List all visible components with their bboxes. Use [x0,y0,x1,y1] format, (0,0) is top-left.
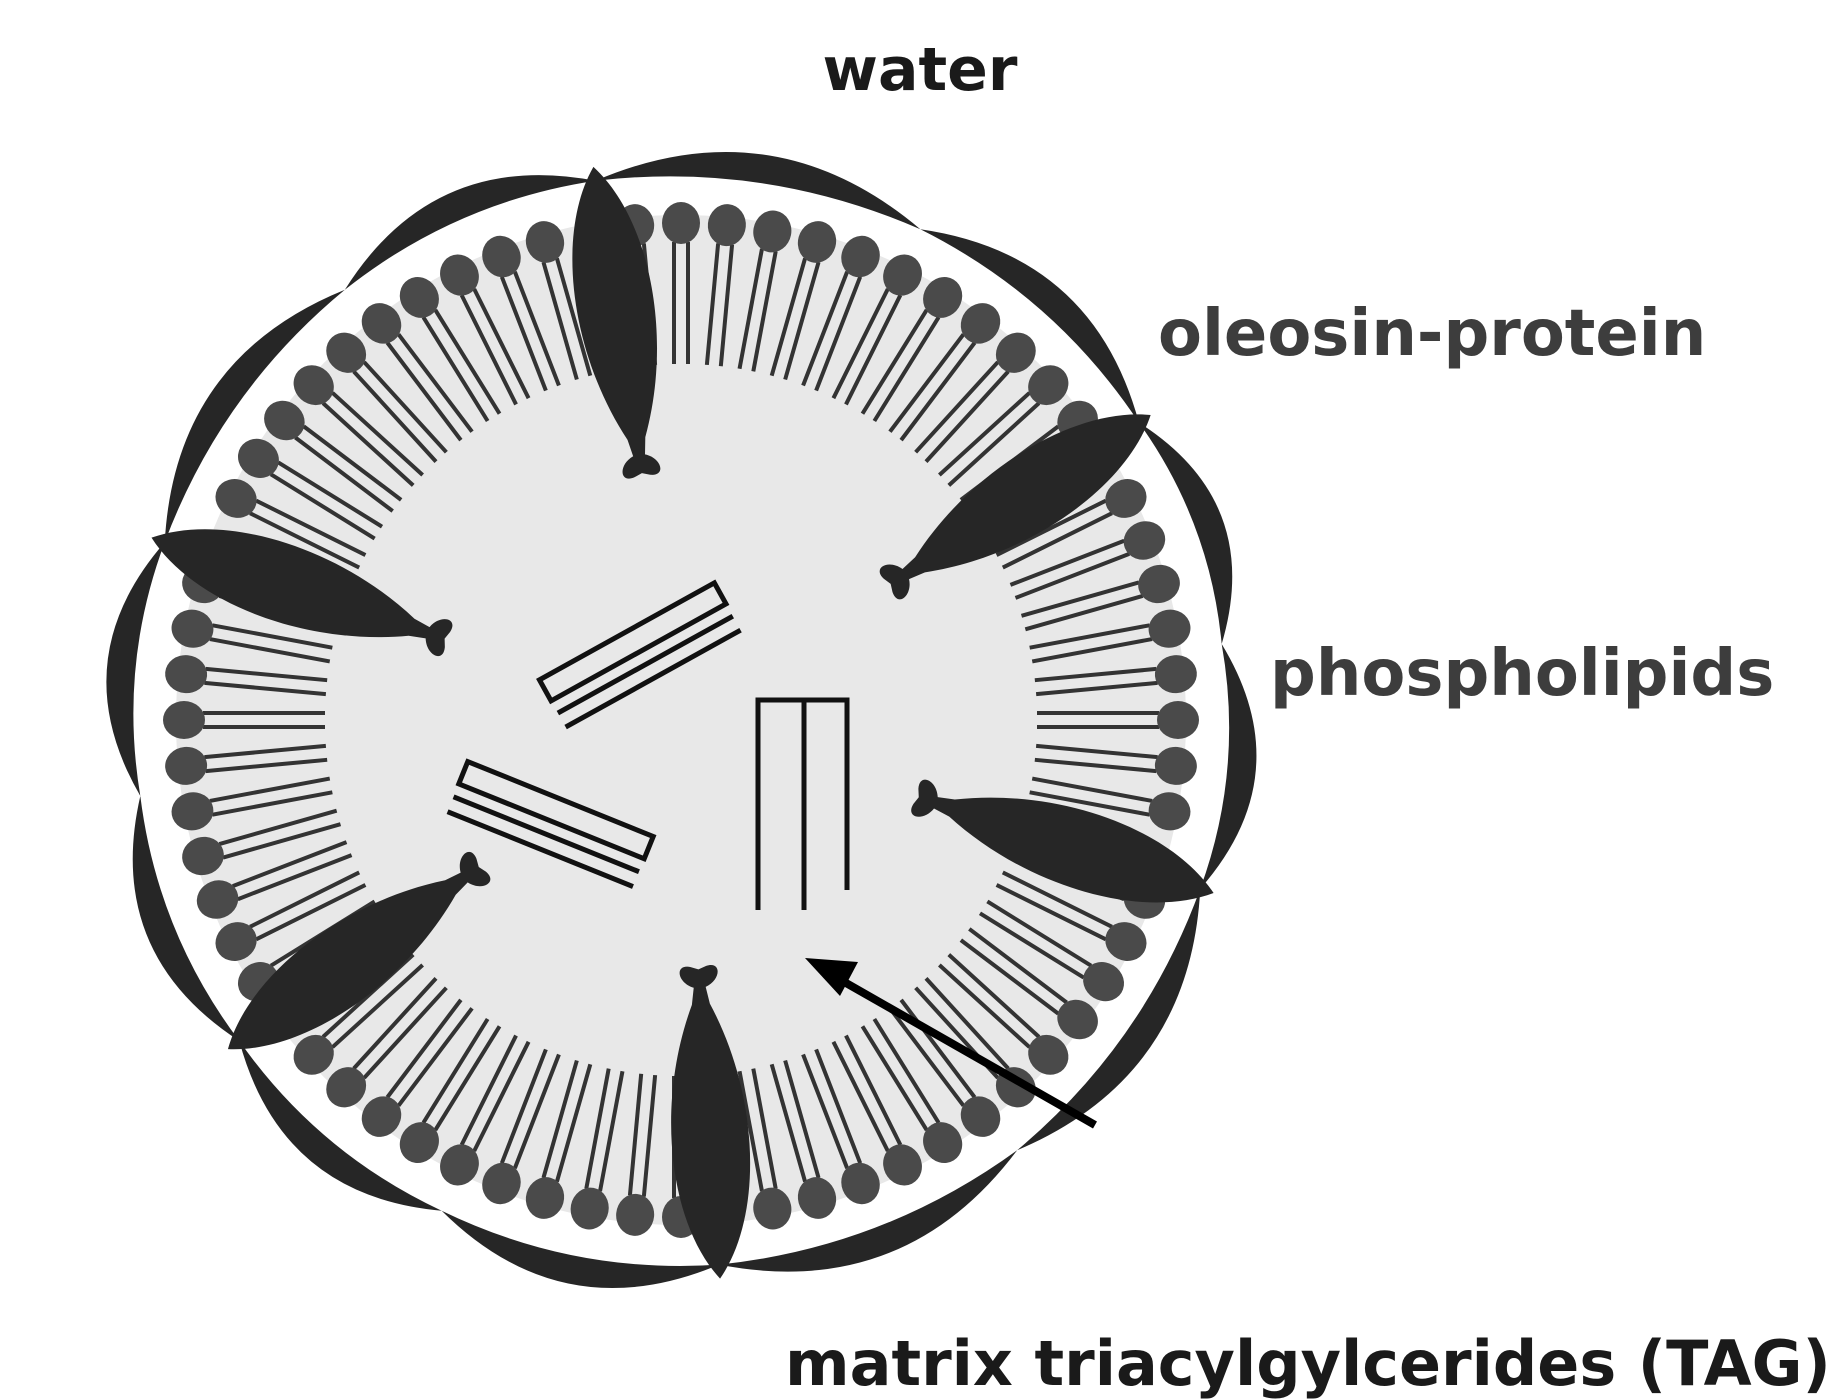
phospholipid-icon [165,743,328,785]
phospholipid-icon [1034,743,1197,785]
phospholipid-icon [293,365,424,487]
phospholipid-icon [831,254,922,406]
triacylglyceride-icon [446,758,657,889]
phospholipid-icon [914,332,1036,463]
oleosin-protein-icon [572,166,661,479]
phospholipid-icon [1020,564,1180,632]
phospholipid-icon [801,1048,880,1205]
phospholipid-icon [171,609,333,664]
phospholipid-icon [482,1048,561,1205]
phospholipid-icon [1029,776,1191,831]
water-label: water [823,35,1018,105]
phospholipid-icon [860,1017,963,1164]
oleosin-belt [106,143,1257,1289]
phospholipid-icon [215,479,367,570]
phospholipid-icon [165,655,328,697]
phospholipid-icon [978,899,1125,1002]
tag-matrix-core [176,215,1186,1225]
phospholipid-icon [737,1068,792,1230]
phospholipid-icon [237,438,384,541]
oleosin-belt-segment [164,289,345,543]
phospholipid-icon [1037,701,1199,739]
phospholipid-icon [399,1017,502,1164]
phospholipid-icon [264,400,403,513]
phospholipid-icon [525,1059,593,1219]
phospholipid-icon [801,235,880,392]
oleosin-belt-segment [344,175,596,290]
oleosin-proteins [151,166,1214,1279]
phospholipid-icon [995,870,1147,961]
phospholipid-icon [440,254,531,406]
phospholipid-icon [326,332,448,463]
phospholipid-icon [1029,609,1191,664]
oleosin-belt-segment [106,542,165,796]
oleosin-belt-segment [1138,422,1233,645]
oleosin-belt-segment [239,1040,442,1211]
phospholipid-icon [616,1073,658,1236]
phospholipid-icon [440,1034,531,1186]
oleosin-protein-icon [671,964,751,1279]
phospholipid-icon [525,221,593,381]
phospholipid-icon [769,1059,837,1219]
pointer-arrow-icon [805,958,1097,1129]
phospholipid-icon [163,701,325,739]
phospholipid-icon [860,276,963,423]
phospholipid-icon [704,204,746,367]
phospholipid-icon [361,998,474,1137]
phospholipid-icon [888,998,1001,1137]
oleosin-protein-icon [911,779,1214,903]
oleosin-protein-icon [879,414,1151,600]
phospholipid-icon [662,202,700,364]
matrix-tag-label: matrix triacylgylcerides (TAG) [785,1327,1831,1400]
oleosin-protein-icon [227,852,491,1050]
phospholipid-icon [482,235,561,392]
phospholipid-icon [171,776,333,831]
oleosin-belt-segment [1017,888,1201,1151]
oleosin-belt-segment [132,795,240,1041]
phospholipid-icon [215,870,367,961]
phospholipid-icon [1034,655,1197,697]
triacylglyceride-icon [755,697,850,910]
phospholipid-icon [293,953,424,1075]
phospholipid-icon [399,276,502,423]
phospholipid-icon [831,1034,922,1186]
phospholipid-icon [326,977,448,1108]
oleosin-protein-icon [151,529,453,657]
oleosin-belt-segment [719,1150,1018,1272]
phospholipid-icon [938,953,1069,1075]
phospholipid-icon [995,479,1147,570]
oleosin-protein-label: oleosin-protein [1158,297,1706,371]
oleosin-belt-segment [595,151,921,230]
phospholipid-icon [182,808,342,876]
tag-molecules [446,579,850,910]
phospholipid-icon [737,210,792,372]
phospholipid-icon [196,840,353,919]
phospholipid-icon [769,221,837,381]
oleosin-belt-segment [1200,644,1257,889]
phospholipid-icon [938,365,1069,487]
oleosin-belt-segment [920,229,1139,423]
triacylglyceride-icon [536,579,742,730]
phospholipid-icon [1009,521,1166,600]
phospholipid-icon [361,303,474,442]
phospholipids-label: phospholipids [1270,637,1774,711]
phospholipid-icon [570,1068,625,1230]
phospholipid-icon [888,303,1001,442]
phospholipid-icon [959,927,1098,1040]
oleosin-belt-segment [441,1210,720,1289]
